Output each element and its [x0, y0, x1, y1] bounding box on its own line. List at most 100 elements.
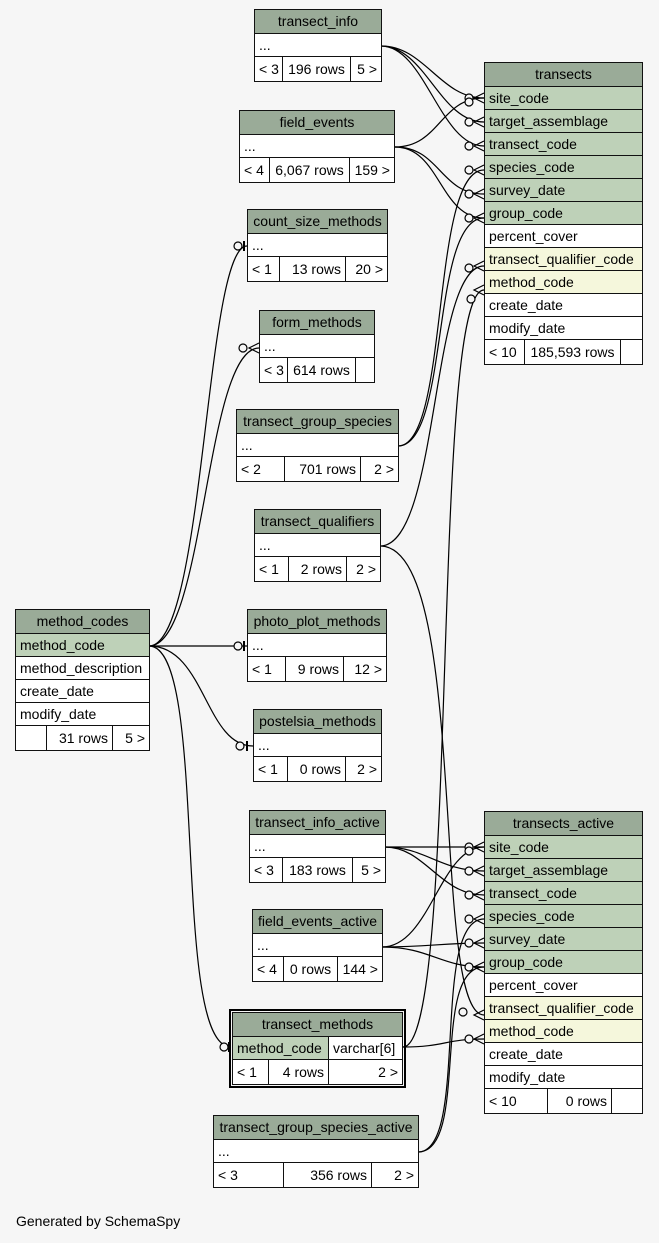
table-column: ... — [253, 934, 382, 957]
table-transect-group-species[interactable]: transect_group_species ... < 2 701 rows … — [236, 409, 399, 482]
children-count: 5 > — [357, 61, 377, 77]
table-title: transect_info_active — [250, 811, 385, 835]
table-column-pk: species_code — [485, 156, 642, 179]
table-title: photo_plot_methods — [248, 610, 386, 634]
table-title: postelsia_methods — [254, 710, 381, 734]
children-count — [356, 358, 374, 382]
table-column-pk: group_code — [485, 951, 642, 974]
table-transect-info-active[interactable]: transect_info_active ... < 3 183 rows 5 … — [249, 810, 386, 883]
table-transects[interactable]: transects site_code target_assemblage tr… — [484, 62, 643, 365]
table-column: ... — [250, 835, 385, 858]
table-title: transect_methods — [233, 1013, 402, 1037]
table-column-pk: site_code — [485, 87, 642, 110]
table-form-methods[interactable]: form_methods ... < 3 614 rows — [259, 310, 375, 383]
table-footer: < 3 614 rows — [260, 358, 374, 382]
table-column-pk: site_code — [485, 836, 642, 859]
row-count: 13 rows — [280, 257, 346, 281]
table-column: modify_date — [485, 1066, 642, 1089]
table-title: form_methods — [260, 311, 374, 335]
children-count — [612, 1089, 642, 1113]
row-count: 4 rows — [269, 1060, 329, 1084]
table-column-fk: method_code — [485, 1020, 642, 1043]
table-column-pk: method_code — [16, 634, 149, 657]
table-column: modify_date — [16, 703, 149, 726]
table-column-pk: species_code — [485, 905, 642, 928]
table-transect-info[interactable]: transect_info ... < 3 196 rows 5 > — [254, 9, 382, 82]
row-count: 31 rows — [47, 726, 113, 750]
column-name: method_code — [233, 1037, 329, 1059]
table-photo-plot-methods[interactable]: photo_plot_methods ... < 1 9 rows 12 > — [247, 609, 387, 682]
table-field-events[interactable]: field_events ... < 4 6,067 rows 159 > — [239, 110, 395, 183]
table-column: create_date — [16, 680, 149, 703]
row-count: 196 rows — [283, 57, 351, 81]
table-column: create_date — [485, 1043, 642, 1066]
children-count: 159 > — [354, 162, 390, 178]
table-footer: < 4 0 rows 144 > — [253, 957, 382, 981]
table-column: create_date — [485, 294, 642, 317]
parents-count: < 3 — [260, 358, 288, 382]
children-count: 2 > — [378, 1064, 398, 1080]
table-footer: < 4 6,067 rows 159 > — [240, 158, 394, 182]
table-column-pk: target_assemblage — [485, 110, 642, 133]
generated-by-note: Generated by SchemaSpy — [16, 1213, 181, 1229]
parents-count — [16, 726, 47, 750]
table-column: ... — [255, 534, 380, 557]
table-column: percent_cover — [485, 225, 642, 248]
table-count-size-methods[interactable]: count_size_methods ... < 1 13 rows 20 > — [247, 209, 388, 282]
table-footer: < 10 185,593 rows — [485, 340, 642, 364]
table-field-events-active[interactable]: field_events_active ... < 4 0 rows 144 > — [252, 909, 383, 982]
table-column-pk: transect_code — [485, 133, 642, 156]
table-column: ... — [248, 234, 387, 257]
table-column-pk: method_code varchar[6] — [233, 1037, 402, 1060]
table-title: count_size_methods — [248, 210, 387, 234]
row-count: 2 rows — [289, 557, 347, 581]
table-footer: < 1 4 rows 2 > — [233, 1060, 402, 1084]
table-transect-qualifiers[interactable]: transect_qualifiers ... < 1 2 rows 2 > — [254, 509, 381, 582]
parents-count: < 3 — [214, 1163, 284, 1187]
children-count — [621, 340, 642, 364]
row-count: 0 rows — [288, 757, 346, 781]
row-count: 9 rows — [286, 657, 344, 681]
table-column: ... — [240, 135, 394, 158]
table-footer: < 3 183 rows 5 > — [250, 858, 385, 882]
table-postelsia-methods[interactable]: postelsia_methods ... < 1 0 rows 2 > — [253, 709, 382, 782]
table-transects-active[interactable]: transects_active site_code target_assemb… — [484, 811, 643, 1114]
row-count: 185,593 rows — [525, 340, 621, 364]
table-transect-methods[interactable]: transect_methods method_code varchar[6] … — [229, 1009, 406, 1088]
table-column-pk: survey_date — [485, 179, 642, 202]
table-title: transect_info — [255, 10, 381, 34]
parents-count: < 3 — [255, 57, 283, 81]
parents-count: < 4 — [253, 957, 284, 981]
table-column-pk: target_assemblage — [485, 859, 642, 882]
parents-count: < 1 — [233, 1060, 269, 1084]
row-count: 356 rows — [284, 1163, 372, 1187]
table-transect-group-species-active[interactable]: transect_group_species_active ... < 3 35… — [213, 1115, 419, 1188]
parents-count: < 10 — [485, 1089, 548, 1113]
table-title: transects_active — [485, 812, 642, 836]
children-count: 2 > — [394, 1167, 414, 1183]
table-column-fk: method_code — [485, 271, 642, 294]
children-count: 144 > — [342, 961, 378, 977]
table-column-fk: transect_qualifier_code — [485, 248, 642, 271]
table-column: percent_cover — [485, 974, 642, 997]
table-column: ... — [255, 34, 381, 57]
table-title: transect_group_species_active — [214, 1116, 418, 1140]
parents-count: < 2 — [237, 457, 285, 481]
table-title: method_codes — [16, 610, 149, 634]
children-count: 2 > — [357, 761, 377, 777]
table-column: ... — [260, 335, 374, 358]
row-count: 701 rows — [285, 457, 361, 481]
row-count: 183 rows — [283, 858, 353, 882]
parents-count: < 4 — [240, 158, 270, 182]
table-column: ... — [237, 434, 398, 457]
table-column: ... — [248, 634, 386, 657]
row-count: 0 rows — [284, 957, 338, 981]
table-method-codes[interactable]: method_codes method_code method_descript… — [15, 609, 150, 751]
row-count: 614 rows — [288, 358, 356, 382]
table-footer: < 10 0 rows — [485, 1089, 642, 1113]
table-column: ... — [214, 1140, 418, 1163]
table-column-pk: survey_date — [485, 928, 642, 951]
table-column-pk: group_code — [485, 202, 642, 225]
table-footer: 31 rows 5 > — [16, 726, 149, 750]
table-footer: < 1 2 rows 2 > — [255, 557, 380, 581]
